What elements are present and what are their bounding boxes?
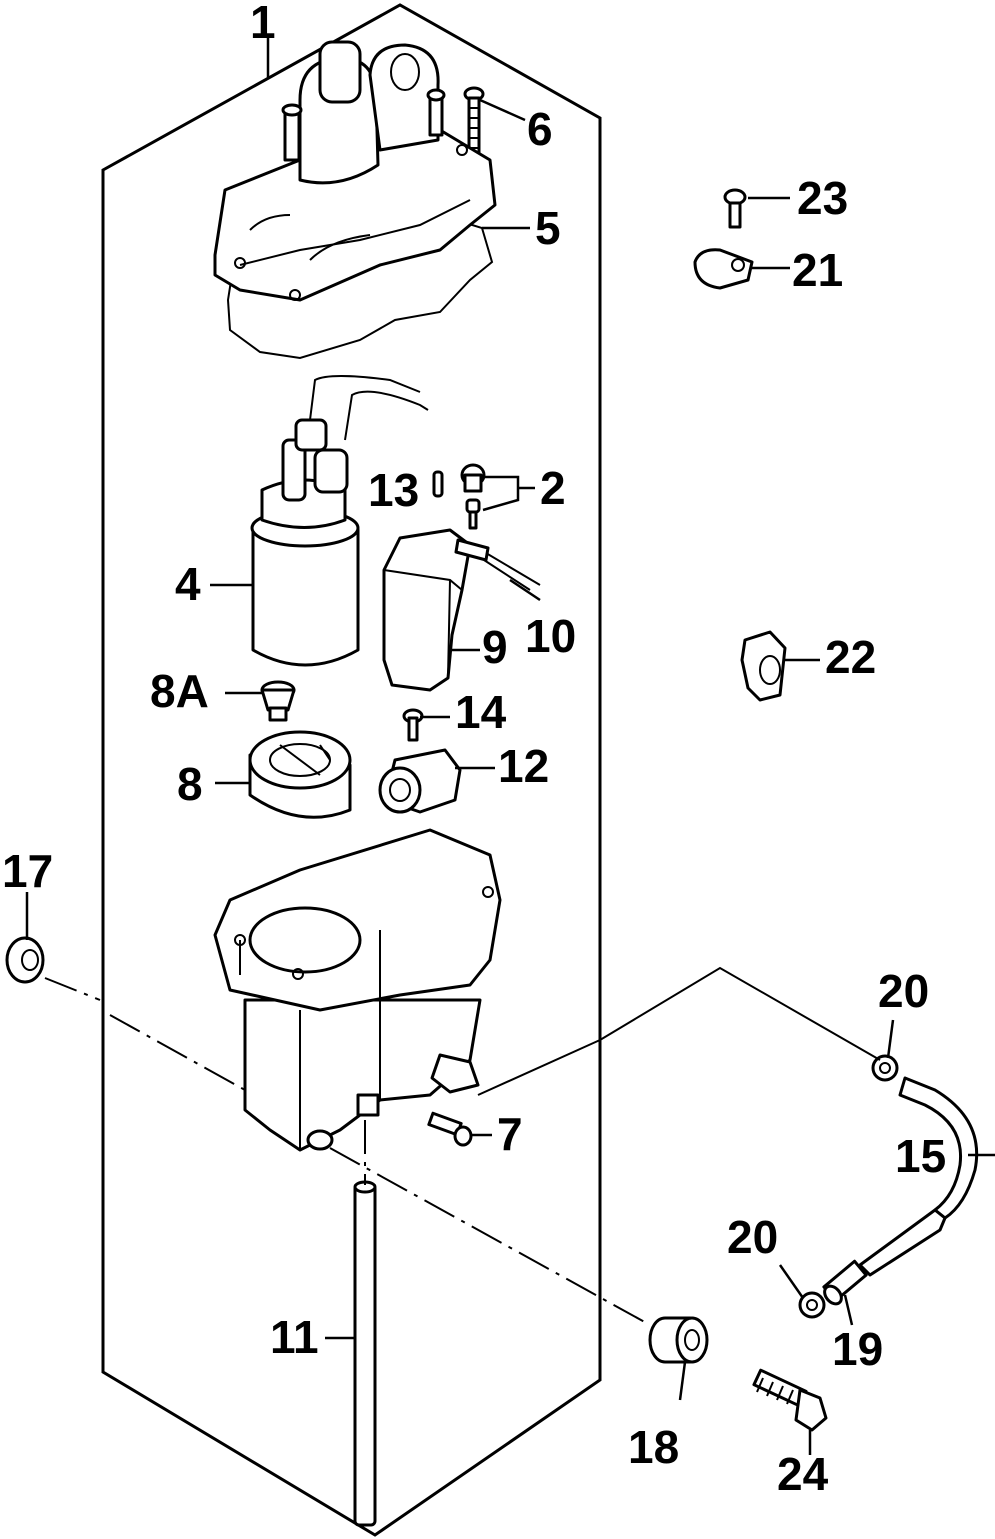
assembly-outline (101, 3, 602, 1537)
cover-part-9 (382, 528, 472, 692)
clip-part-22 (740, 630, 787, 702)
callout-11: 11 (270, 1311, 319, 1363)
callout-13: 13 (368, 464, 419, 516)
hose-clamp-part-20-lower (798, 1291, 826, 1319)
callout-6: 6 (527, 103, 553, 155)
callout-23: 23 (797, 172, 848, 224)
bolt-part-24 (752, 1368, 828, 1432)
hose-part-11 (353, 1180, 377, 1527)
callout-9: 9 (482, 621, 508, 673)
fitting-part-8a (260, 680, 296, 722)
callout-20-lower: 20 (727, 1211, 778, 1263)
clamp-part-21 (693, 248, 754, 290)
alignment-line-17 (44, 977, 246, 1091)
screw-part-7 (427, 1111, 473, 1147)
holder-part-8 (248, 730, 352, 819)
alignment-line-18 (329, 1147, 651, 1326)
callout-8: 8 (177, 758, 203, 810)
callout-21: 21 (792, 244, 843, 296)
callout-5: 5 (535, 202, 561, 254)
callout-22: 22 (825, 631, 876, 683)
bolt-part-23 (723, 188, 747, 229)
lower-housing (213, 828, 502, 1152)
fitting-part-19 (822, 1259, 868, 1306)
hose-routing-line (477, 966, 881, 1096)
hose-clamp-part-20-upper (871, 1054, 899, 1082)
callout-4: 4 (175, 558, 201, 610)
callout-24: 24 (777, 1448, 829, 1500)
callout-20-upper: 20 (878, 965, 929, 1017)
screw-part-13 (432, 470, 444, 498)
hose-part-15 (858, 1076, 979, 1277)
callout-18: 18 (628, 1421, 679, 1473)
callout-7: 7 (497, 1108, 523, 1160)
callout-14: 14 (455, 686, 507, 738)
connector-part-10 (454, 538, 541, 591)
screw-part-14 (402, 708, 424, 742)
sensor-part-12 (378, 748, 462, 814)
leader-lines (25, 38, 995, 1455)
callout-8a: 8A (150, 665, 209, 717)
grommet-part-18 (648, 1316, 709, 1364)
fuel-pump-part-4 (250, 375, 429, 667)
valve-parts-2 (460, 463, 486, 530)
callout-2: 2 (540, 462, 566, 514)
callout-10: 10 (525, 610, 576, 662)
callout-1: 1 (250, 0, 276, 48)
callout-12: 12 (498, 740, 549, 792)
callout-17: 17 (2, 845, 53, 897)
grommet-part-17 (5, 936, 45, 984)
callout-15: 15 (895, 1130, 946, 1182)
top-cover-part-5 (213, 40, 497, 360)
callout-19: 19 (832, 1323, 883, 1375)
